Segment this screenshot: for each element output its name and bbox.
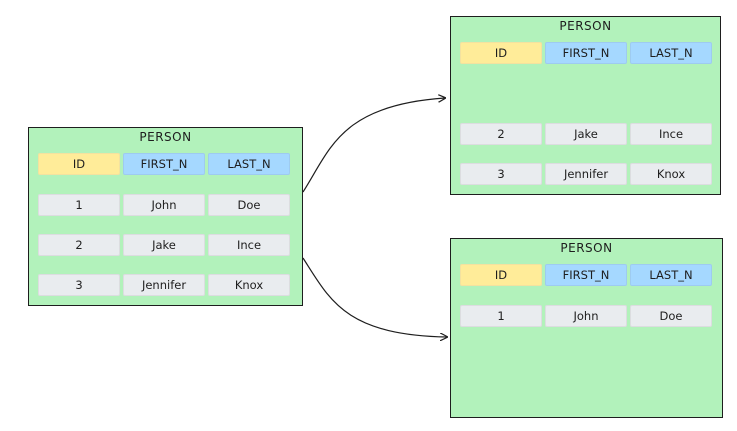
cell-id: 1 (460, 305, 542, 327)
cell-first-name: John (123, 194, 205, 216)
header-id: ID (460, 264, 542, 286)
table-title: PERSON (559, 19, 612, 33)
cell-first-name: John (545, 305, 627, 327)
header-first-name: FIRST_N (545, 264, 627, 286)
cell-first-name: Jake (123, 234, 205, 256)
split-arrow-lower (302, 257, 447, 337)
header-first-name: FIRST_N (123, 153, 205, 175)
cell-first-name: Jennifer (545, 163, 627, 185)
cell-id: 3 (38, 274, 120, 296)
cell-last-name: Ince (208, 234, 290, 256)
header-id: ID (38, 153, 120, 175)
cell-id: 1 (38, 194, 120, 216)
cell-id: 2 (460, 123, 542, 145)
cell-first-name: Jennifer (123, 274, 205, 296)
cell-last-name: Ince (630, 123, 712, 145)
header-last-name: LAST_N (630, 42, 712, 64)
cell-first-name: Jake (545, 123, 627, 145)
cell-last-name: Doe (630, 305, 712, 327)
cell-last-name: Knox (208, 274, 290, 296)
cell-id: 3 (460, 163, 542, 185)
person-table-lower: PERSON ID FIRST_N LAST_N 1 John Doe (450, 238, 723, 418)
header-last-name: LAST_N (630, 264, 712, 286)
header-first-name: FIRST_N (545, 42, 627, 64)
header-last-name: LAST_N (208, 153, 290, 175)
table-title: PERSON (139, 130, 192, 144)
table-title: PERSON (560, 241, 613, 255)
cell-last-name: Knox (630, 163, 712, 185)
header-id: ID (460, 42, 542, 64)
cell-id: 2 (38, 234, 120, 256)
person-table-source: PERSON ID FIRST_N LAST_N 1 John Doe 2 Ja… (28, 127, 303, 306)
person-table-upper: PERSON ID FIRST_N LAST_N 2 Jake Ince 3 J… (450, 16, 721, 195)
cell-last-name: Doe (208, 194, 290, 216)
split-arrow-upper (302, 98, 445, 193)
